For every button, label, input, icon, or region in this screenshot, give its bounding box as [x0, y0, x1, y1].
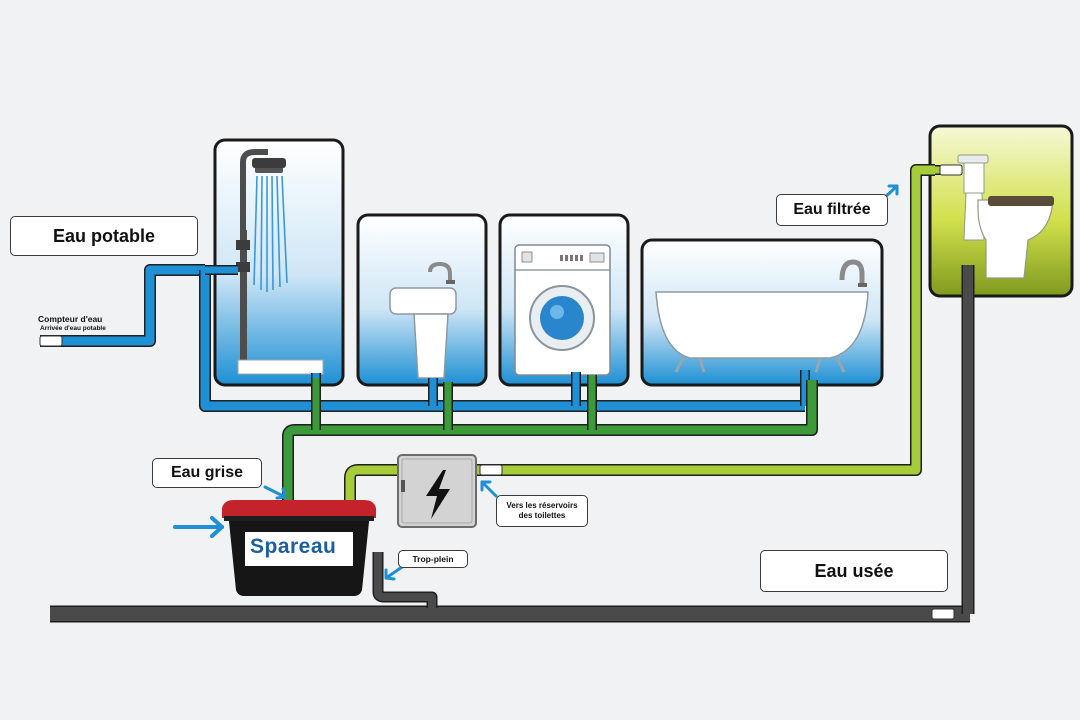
label-eau-usee: Eau usée — [760, 550, 948, 592]
label-reservoirs: Vers les réservoirs des toilettes — [496, 495, 588, 527]
potable-main-pipe — [200, 270, 805, 411]
label-eau-grise: Eau grise — [152, 458, 262, 488]
pointer-arrows — [173, 184, 899, 581]
bathtub-icon — [655, 259, 869, 373]
washing-machine-icon — [514, 244, 611, 376]
sink-icon — [389, 261, 457, 379]
toilet-icon — [957, 154, 1054, 279]
fitting-waste — [931, 608, 955, 620]
label-eau-potable: Eau potable — [10, 216, 198, 256]
grey-main-pipe-outline — [282, 380, 818, 505]
pipe-network — [39, 164, 975, 623]
fitting-reservoir — [479, 464, 503, 476]
shower-icon — [236, 149, 324, 375]
greywater-tank — [222, 500, 376, 596]
filtered-pipe — [345, 165, 935, 505]
fitting-inlet — [39, 335, 63, 347]
label-eau-filtree: Eau filtrée — [776, 194, 888, 226]
label-arrivee: Arrivée d'eau potable — [40, 325, 106, 332]
label-trop-plein: Trop-plein — [398, 550, 468, 568]
label-compteur: Compteur d'eau — [38, 314, 103, 324]
control-box — [397, 454, 477, 528]
overflow-pipe — [374, 552, 436, 608]
potable-inlet-pipe — [40, 265, 205, 346]
brand-logo: Spareau — [250, 535, 337, 558]
grey-main-pipe — [283, 380, 817, 505]
fitting-toilet — [939, 164, 963, 176]
lightning-icon — [426, 470, 450, 519]
